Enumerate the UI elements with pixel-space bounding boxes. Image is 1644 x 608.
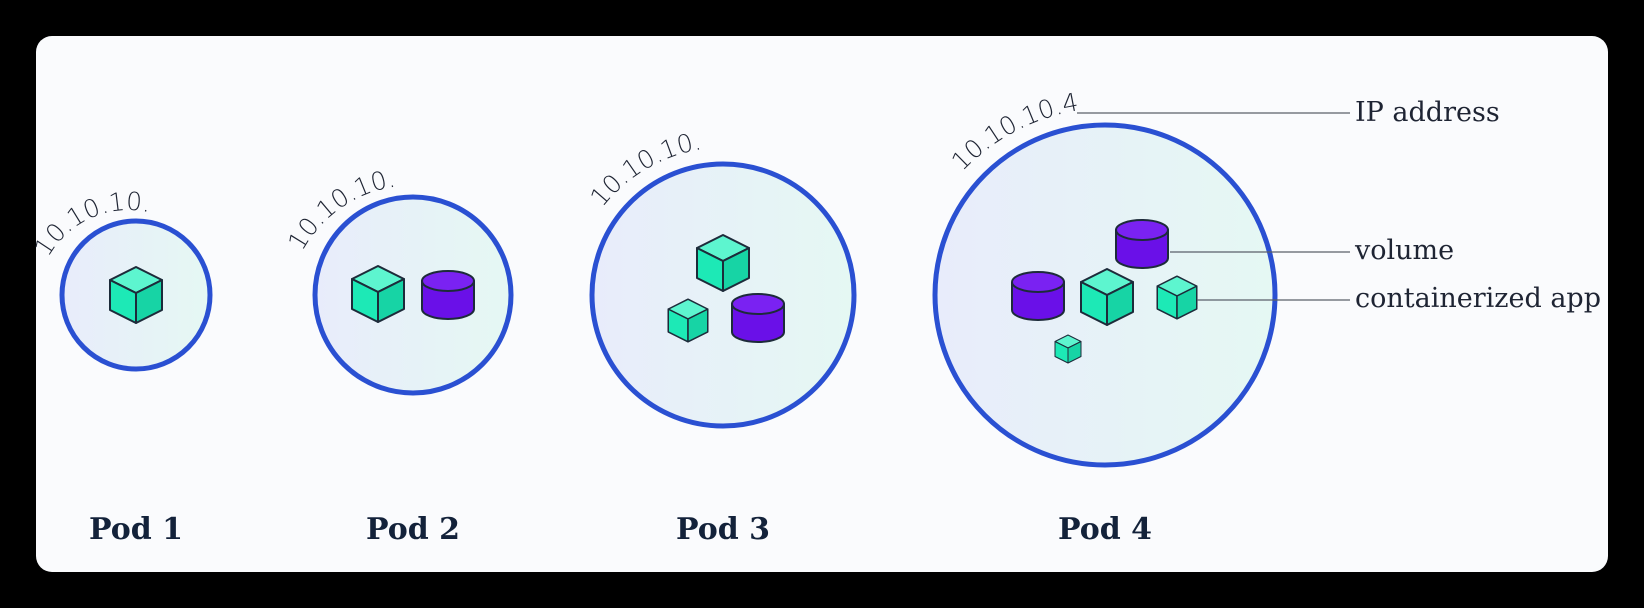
pod-2-boundary (312, 194, 514, 396)
pod-4: 10.10.10.4 Pod 4 (932, 87, 1278, 547)
pod-1-label: Pod 1 (89, 512, 183, 547)
container-icon (1054, 334, 1082, 364)
volume-icon (731, 293, 785, 343)
container-icon (696, 234, 750, 292)
volume-icon (421, 270, 475, 320)
container-icon (1156, 275, 1198, 320)
containerized-app-callout: containerized app (1355, 283, 1601, 314)
pod-4-label: Pod 4 (1058, 512, 1152, 547)
callouts: IP address volume containerized app (1077, 97, 1601, 314)
volume-callout: volume (1354, 235, 1454, 266)
volume-icon (1011, 271, 1065, 321)
pod-2-label: Pod 2 (366, 512, 460, 547)
ip-address-callout: IP address (1355, 97, 1500, 128)
pod-3-boundary (589, 161, 857, 429)
container-icon (109, 266, 163, 324)
pod-3-label: Pod 3 (676, 512, 770, 547)
pod-1: 10.10.10.1 Pod 1 (0, 0, 213, 547)
volume-icon (1115, 219, 1169, 269)
container-icon (667, 298, 709, 343)
container-icon (1080, 268, 1134, 326)
container-icon (351, 265, 405, 323)
